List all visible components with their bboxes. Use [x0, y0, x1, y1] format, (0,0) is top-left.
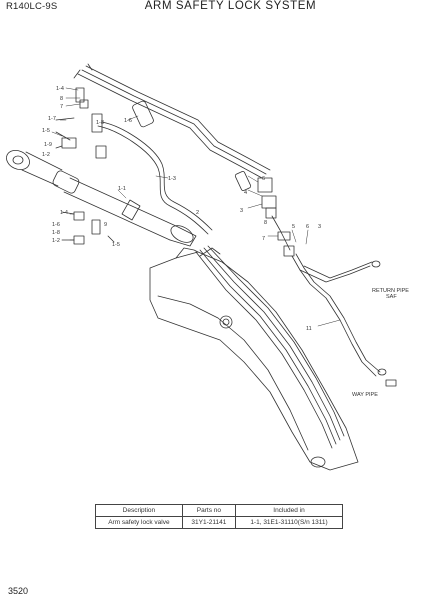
callout-label: 1-5 — [112, 242, 120, 248]
callout-label: 1-8 — [52, 230, 60, 236]
callout-label: 6 — [262, 176, 265, 182]
callout-label: 1-3 — [168, 176, 176, 182]
callout-label: 3 — [240, 208, 243, 214]
callout-label: 7 — [262, 236, 265, 242]
column-header: Included in — [234, 504, 344, 517]
left-fittings — [55, 87, 107, 159]
leader-lines — [51, 87, 341, 327]
callout-label: 1-4 — [60, 210, 68, 216]
column-header: Description — [95, 504, 183, 517]
callout-label: 1-6 — [124, 118, 132, 124]
model-code: R140LC-9S — [6, 1, 58, 12]
callout-label: 8 — [60, 96, 63, 102]
callout-label: 1-8 — [96, 120, 104, 126]
boom-body — [149, 247, 359, 471]
table-cell: Arm safety lock valve — [95, 516, 183, 529]
callout-label: 1-2 — [42, 152, 50, 158]
right-valve-chain — [257, 177, 397, 387]
table-row: Arm safety lock valve 31Y1-21141 1-1, 31… — [95, 516, 344, 529]
callout-labels: 1-4 8 7 1-6 1-7 1-5 1-9 1-2 1-8 1-1 1-3 … — [42, 86, 409, 398]
callout-label: 7 — [60, 104, 63, 110]
boom-pipes — [195, 245, 345, 449]
arm-cylinder — [6, 149, 197, 247]
callout-label: 3 — [318, 224, 321, 230]
upper-pipe-assembly — [73, 63, 271, 192]
column-header: Parts no — [181, 504, 236, 517]
page-number: 3520 — [8, 586, 29, 596]
callout-label: 8 — [264, 220, 267, 226]
callout-label: 1-7 — [48, 116, 56, 122]
callout-label: 6 — [306, 224, 309, 230]
port-note: WAY PIPE — [352, 392, 378, 398]
callout-label: 9 — [104, 222, 107, 228]
table-cell: 31Y1-21141 — [181, 516, 236, 529]
callout-label: 4 — [244, 190, 247, 196]
callout-label: 1-4 — [56, 86, 64, 92]
callout-label: 1-5 — [42, 128, 50, 134]
parts-reference-table: Description Parts no Included in Arm saf… — [95, 504, 344, 529]
cylinder-fittings — [61, 211, 115, 245]
callout-label: 1-9 — [44, 142, 52, 148]
diagram-title: ARM SAFETY LOCK SYSTEM — [144, 0, 317, 12]
callout-label: 1-6 — [52, 222, 60, 228]
callout-label: 1-2 — [52, 238, 60, 244]
callout-label: 11 — [306, 326, 312, 332]
callout-label: 1-1 — [118, 186, 126, 192]
lock-hose — [97, 121, 213, 235]
table-cell: 1-1, 31E1-31110(S/n 1311) — [234, 516, 344, 529]
callout-label: 5 — [292, 224, 295, 230]
port-note: SAF — [386, 294, 397, 300]
table-header-row: Description Parts no Included in — [95, 504, 344, 517]
port-note: RETURN PIPE — [372, 288, 409, 294]
callout-label: 2 — [196, 210, 199, 216]
